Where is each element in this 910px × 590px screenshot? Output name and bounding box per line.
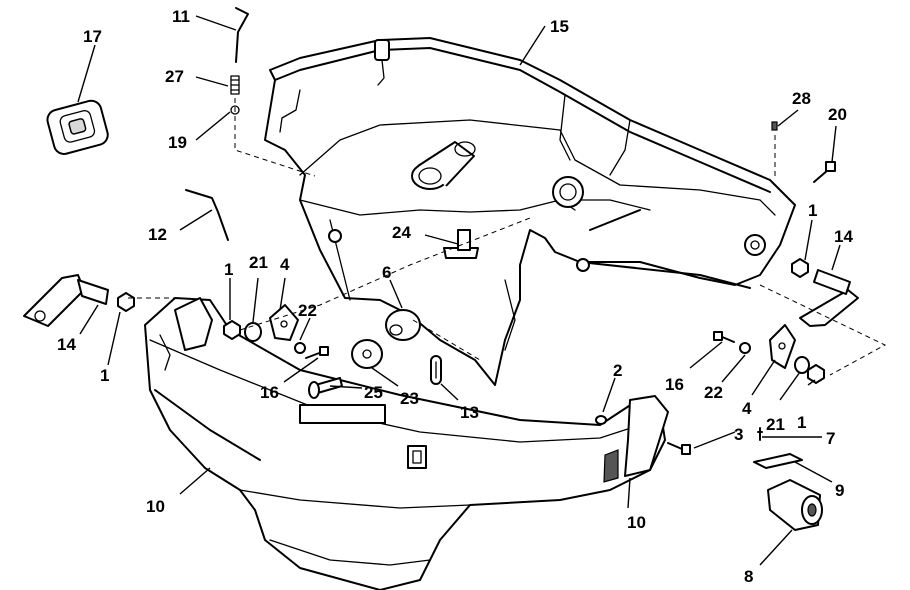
callout-1: 1	[797, 413, 806, 432]
part-9-plate	[753, 453, 803, 469]
part-13-clip	[430, 355, 442, 385]
callout-1: 1	[224, 260, 233, 279]
callout-3: 3	[734, 425, 743, 444]
callout-12: 12	[148, 225, 167, 244]
part-1-nuts	[117, 258, 825, 384]
callout-15: 15	[550, 17, 569, 36]
callout-10: 10	[146, 497, 165, 516]
callout-23: 23	[400, 389, 419, 408]
callout-27: 27	[165, 67, 184, 86]
callout-13: 13	[460, 403, 479, 422]
part-7-pin	[757, 427, 763, 441]
part-27-19-fastener	[230, 75, 240, 115]
assembly-lines	[128, 98, 887, 376]
callout-28: 28	[792, 89, 811, 108]
part-16-screw-right	[713, 331, 735, 343]
callout-19: 19	[168, 133, 187, 152]
part-3-screw	[667, 442, 691, 455]
part-24-retainer	[443, 229, 479, 259]
callout-11: 11	[172, 7, 190, 26]
callout-22: 22	[704, 383, 723, 402]
part-14-latch-right	[799, 269, 859, 327]
callout-4: 4	[742, 399, 752, 418]
leader-lines	[77, 15, 841, 566]
callout-16: 16	[665, 375, 684, 394]
callout-1: 1	[808, 201, 817, 220]
callout-2: 2	[613, 361, 622, 380]
callout-16: 16	[260, 383, 279, 402]
callout-25: 25	[364, 383, 383, 402]
part-20-screw	[813, 161, 836, 183]
part-16-screw-left	[305, 346, 329, 359]
callout-labels: 17 11 27 19 15 12 24 1 21 4 22 6 14 1 16…	[57, 7, 853, 586]
callout-7: 7	[826, 429, 835, 448]
callout-4: 4	[280, 255, 290, 274]
callout-20: 20	[828, 105, 847, 124]
callout-22: 22	[298, 301, 317, 320]
callout-10: 10	[627, 513, 646, 532]
part-25-bolt	[308, 377, 343, 399]
callout-9: 9	[835, 481, 844, 500]
part-22-washer-left	[294, 342, 306, 354]
part-4-bracket-right	[769, 324, 796, 369]
part-23-bumper	[351, 339, 383, 369]
callout-8: 8	[744, 567, 753, 586]
part-6-bumper	[385, 309, 421, 341]
part-2-washer	[595, 415, 607, 425]
callout-21: 21	[249, 253, 268, 272]
callout-1: 1	[100, 366, 109, 385]
part-17-grommet	[46, 99, 109, 155]
part-28-pin	[771, 121, 778, 131]
part-8-fitting	[767, 479, 823, 531]
part-12-wire	[185, 189, 229, 241]
part-4-bracket-left	[269, 304, 299, 341]
part-22-washer-right	[739, 342, 751, 354]
callout-17: 17	[83, 27, 102, 46]
part-21-washer-right	[794, 356, 810, 374]
callout-24: 24	[392, 223, 411, 242]
part-14-latch-left	[23, 274, 109, 327]
part-11-clip	[235, 7, 249, 63]
lower-motor-cover	[144, 297, 669, 590]
callout-14: 14	[57, 335, 76, 354]
callout-21: 21	[766, 415, 785, 434]
callout-14: 14	[834, 227, 853, 246]
callout-6: 6	[382, 263, 391, 282]
